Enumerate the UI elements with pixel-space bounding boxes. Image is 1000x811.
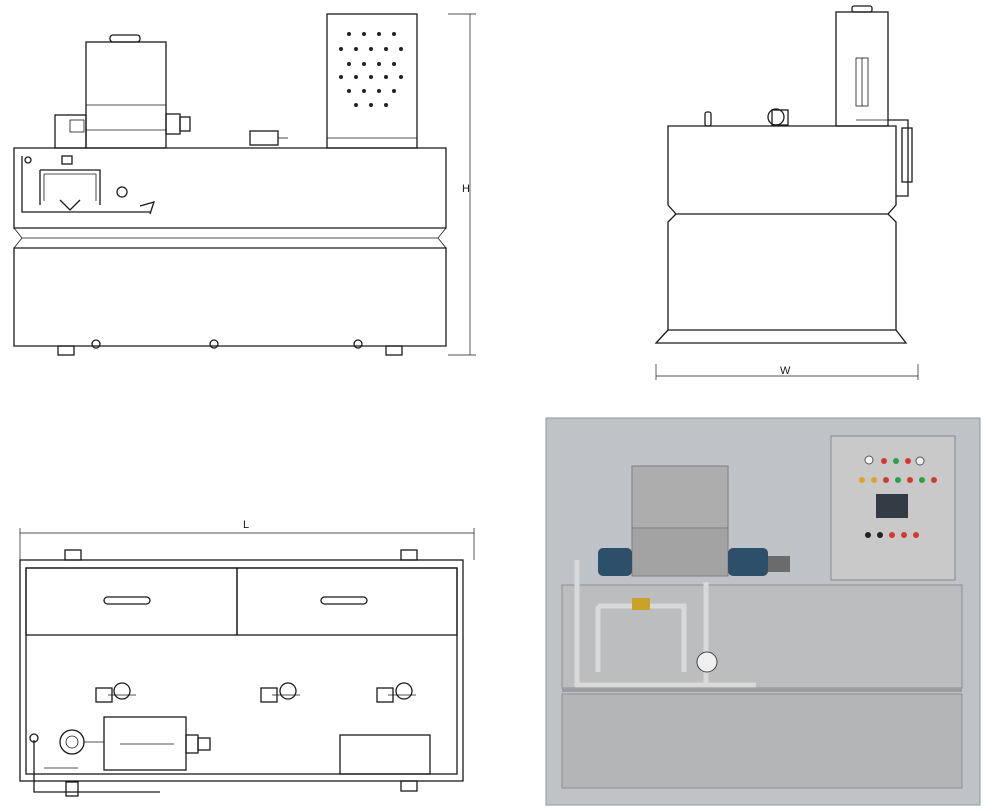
- plan-hopper-icon: [59, 729, 85, 755]
- drain-valve-icon: [353, 339, 363, 349]
- photo-hmi-screen: [876, 494, 908, 518]
- photo-indicator-lights: [859, 455, 937, 538]
- control-cabinet: [326, 13, 418, 149]
- pressure-gauge-icon: [116, 186, 128, 198]
- side-upper-tank: [667, 125, 897, 215]
- front-foot-right: [385, 345, 403, 356]
- side-base: [654, 329, 908, 344]
- product-photo: [545, 417, 981, 806]
- mixer-icon: [95, 682, 136, 703]
- plan-view: L: [19, 519, 475, 797]
- plan-outer-rim: [19, 559, 464, 782]
- width-label: W: [780, 365, 791, 377]
- front-motor-icon: [249, 130, 279, 146]
- photo-piping: [574, 560, 756, 688]
- height-label: H: [462, 183, 470, 195]
- plan-compartment-2: [236, 567, 458, 636]
- drain-valve-icon: [209, 339, 219, 349]
- hopper-lid: [109, 34, 141, 43]
- hopper-motor-icon: [165, 113, 181, 135]
- length-label: L: [243, 519, 249, 531]
- side-motor-icon: [767, 108, 785, 126]
- plan-slot: [320, 596, 368, 605]
- photo-lower-tank: [561, 693, 963, 789]
- height-dimension: H: [448, 13, 476, 356]
- side-elevation: W: [654, 5, 919, 380]
- photo-valve: [632, 598, 650, 610]
- side-lower-tank: [667, 213, 897, 331]
- front-hopper: [85, 41, 167, 149]
- photo-pressure-gauge: [696, 651, 718, 673]
- front-piping: [21, 155, 156, 215]
- width-dimension: W: [655, 364, 919, 380]
- photo-motor-left: [598, 548, 632, 576]
- drain-valve-icon: [91, 339, 101, 349]
- plan-slot: [103, 596, 151, 605]
- front-lower-tank: [13, 247, 447, 347]
- cabinet-holes: [339, 32, 403, 107]
- front-foot-left: [57, 345, 75, 356]
- plan-inner-rim: [25, 567, 458, 775]
- plan-compartment-1: [25, 567, 238, 636]
- front-upper-tank: [13, 147, 447, 229]
- photo-upper-tank: [561, 584, 963, 689]
- length-dimension: L: [19, 519, 475, 560]
- plan-feeder: [103, 716, 187, 771]
- photo-motor-right: [728, 548, 768, 576]
- plan-piping: [29, 733, 160, 797]
- front-elevation: H: [13, 13, 476, 356]
- side-piping: [856, 119, 913, 197]
- mixer-icon: [260, 682, 300, 703]
- plan-outlet-box: [339, 734, 431, 775]
- mixer-icon: [376, 682, 416, 703]
